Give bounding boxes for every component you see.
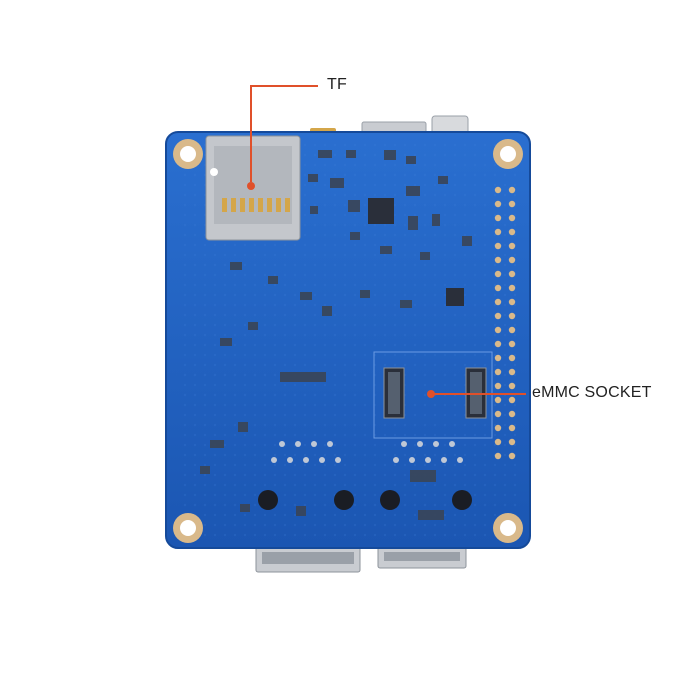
main-chip bbox=[368, 198, 394, 224]
microsd-card-slot bbox=[205, 135, 301, 241]
via-holes bbox=[271, 441, 463, 463]
small-chip bbox=[446, 288, 464, 306]
smd-components bbox=[200, 150, 472, 520]
emmc-socket-label: eMMC SOCKET bbox=[532, 384, 652, 401]
capacitors bbox=[258, 490, 472, 510]
tf-leader-line bbox=[247, 85, 318, 190]
emmc-leader-line bbox=[427, 390, 526, 398]
tf-label: TF bbox=[327, 76, 347, 93]
gpio-pin-header bbox=[494, 186, 516, 460]
mounting-holes bbox=[173, 139, 523, 543]
